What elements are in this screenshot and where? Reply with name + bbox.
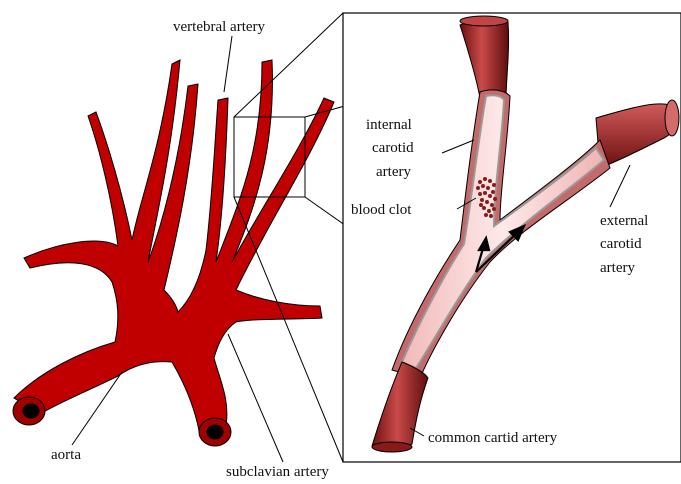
label-external-carotid: carotid — [600, 236, 642, 252]
aorta-lumen-right — [207, 425, 223, 439]
label-subclavian-artery: subclavian artery — [226, 464, 329, 479]
common-carotid-end — [372, 442, 412, 452]
external-carotid-end — [665, 100, 679, 136]
label-common-carotid: common cartid artery — [428, 430, 558, 446]
label-aorta: aorta — [51, 447, 81, 463]
artery-tree — [13, 60, 334, 446]
label-internal-carotid: artery — [376, 164, 411, 180]
aorta-lumen-left — [23, 404, 39, 418]
label-external-carotid: external — [600, 213, 648, 229]
label-vertebral-artery: vertebral artery — [173, 19, 266, 35]
label-internal-carotid: internal — [366, 117, 412, 133]
label-blood-clot: blood clot — [351, 202, 412, 218]
aorta-arch — [14, 60, 334, 436]
projection-line — [234, 197, 343, 462]
label-internal-carotid: carotid — [372, 140, 414, 156]
internal-carotid-end — [460, 16, 508, 26]
leader-vertebral — [224, 36, 232, 92]
label-external-carotid: artery — [600, 260, 635, 276]
leader-subclavian — [228, 334, 283, 462]
